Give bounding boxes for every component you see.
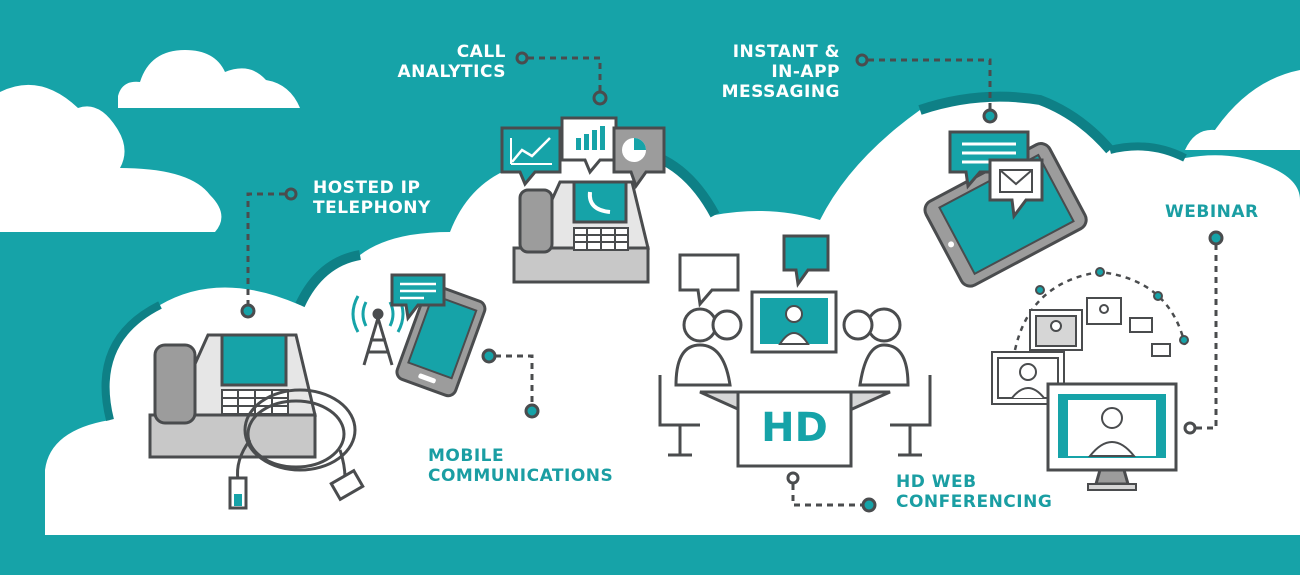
label-call-analytics: CALL ANALYTICS <box>397 42 506 82</box>
bar-chart-icon <box>560 116 618 175</box>
line-chart-icon <box>500 126 562 187</box>
cloud-icon <box>118 50 300 108</box>
label-mobile-communications: MOBILE COMMUNICATIONS <box>428 446 614 486</box>
hd-badge: HD <box>761 405 828 451</box>
desk-phone-icon <box>512 180 650 284</box>
desk-phone-icon-large <box>148 333 317 459</box>
instant-messaging-connector <box>855 53 998 124</box>
smartphone-icon <box>395 283 487 398</box>
envelope-icon <box>988 158 1044 220</box>
left-cloud <box>0 84 222 232</box>
monitor-icon <box>1046 382 1178 491</box>
orbit-path <box>1013 267 1189 351</box>
mobile-connector <box>481 348 540 419</box>
webinar-connector <box>1183 230 1224 435</box>
label-instant-messaging: INSTANT & IN-APP MESSAGING <box>721 42 840 102</box>
right-cloud <box>1185 70 1300 150</box>
network-cable-icon <box>228 388 365 510</box>
label-webinar: WEBINAR <box>1165 202 1259 222</box>
chat-bubble-icon-mobile <box>390 273 446 322</box>
video-screen-icon <box>991 297 1171 405</box>
call-analytics-connector <box>515 51 608 106</box>
hosted-ip-connector <box>240 187 298 319</box>
hd-web-connector <box>786 471 877 513</box>
pie-chart-icon <box>612 126 666 190</box>
conference-table-icon <box>658 234 932 468</box>
label-hosted-ip-telephony: HOSTED IP TELEPHONY <box>313 178 431 218</box>
label-hd-web-conferencing: HD WEB CONFERENCING <box>896 472 1053 512</box>
